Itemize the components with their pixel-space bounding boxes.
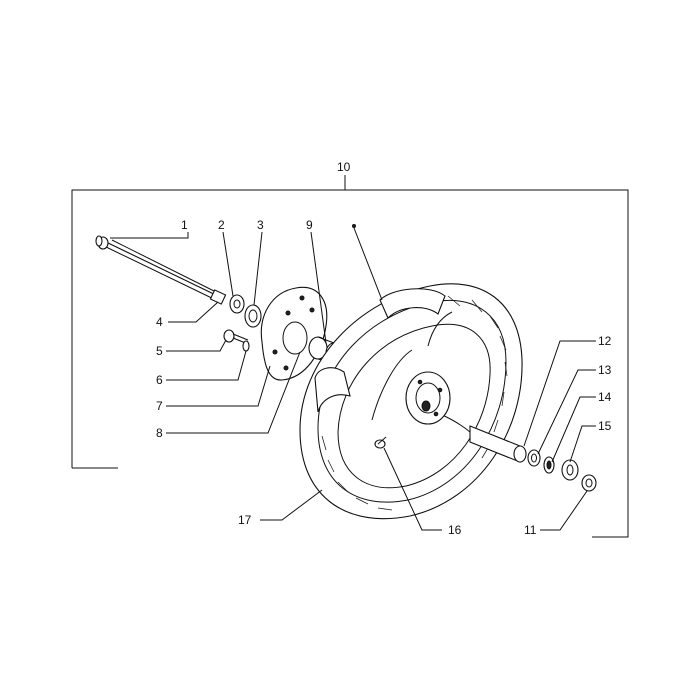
bushing-14 xyxy=(543,456,555,474)
callout-12: 12 xyxy=(598,334,612,348)
callout-16: 16 xyxy=(448,523,462,537)
leader-lines xyxy=(110,224,596,531)
callout-3: 3 xyxy=(257,218,264,232)
callout-5: 5 xyxy=(156,344,163,358)
callout-1: 1 xyxy=(181,218,188,232)
bolt-5 xyxy=(223,329,249,345)
callout-8: 8 xyxy=(156,426,163,440)
callout-4: 4 xyxy=(156,315,163,329)
nut-11 xyxy=(581,474,597,492)
callout-6: 6 xyxy=(156,373,163,387)
callout-11: 11 xyxy=(524,523,537,537)
callout-10: 10 xyxy=(337,160,351,174)
callout-2: 2 xyxy=(218,218,225,232)
axle-spindle xyxy=(95,235,227,305)
callout-14: 14 xyxy=(598,390,612,404)
wheel-tire xyxy=(299,283,523,520)
bearing-3 xyxy=(244,304,262,328)
spacer-12 xyxy=(469,425,527,463)
callout-9: 9 xyxy=(306,218,313,232)
callout-labels: 1 2 3 4 5 6 7 8 9 10 11 12 13 14 15 16 1… xyxy=(156,160,612,537)
callout-7: 7 xyxy=(156,399,163,413)
callout-13: 13 xyxy=(598,363,612,377)
brake-disc-plate xyxy=(260,286,328,381)
callout-15: 15 xyxy=(598,419,612,433)
washer-6 xyxy=(242,340,250,352)
bearing-13 xyxy=(527,449,541,467)
assembly-bracket xyxy=(71,175,629,538)
callout-17: 17 xyxy=(238,513,252,527)
bearing-2 xyxy=(229,294,245,314)
washer-15 xyxy=(561,459,579,481)
